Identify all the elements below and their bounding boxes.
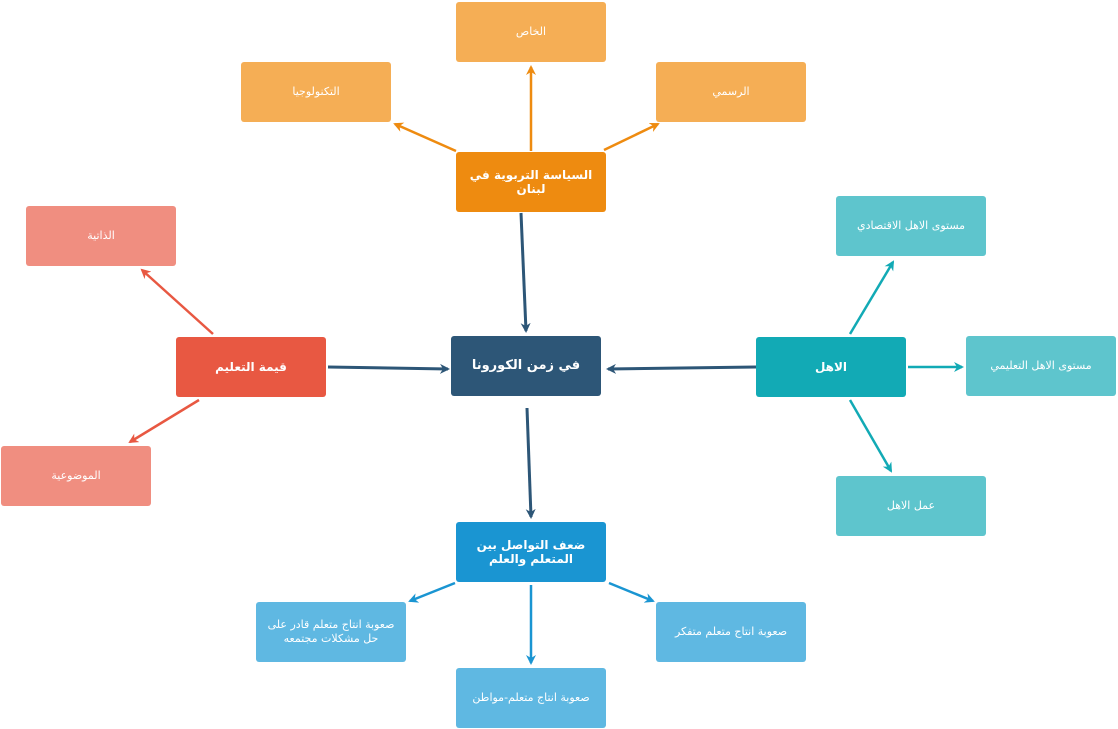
node-comm-problems[interactable]: صعوبة انتاج متعلم قادر على حل مشكلات مجت… bbox=[256, 602, 406, 662]
node-parents-education[interactable]: مستوى الاهل التعليمي bbox=[966, 336, 1116, 396]
node-communication[interactable]: ضعف التواصل بين المتعلم والعلم bbox=[456, 522, 606, 582]
node-policy-tech[interactable]: التكنولوجيا bbox=[241, 62, 391, 122]
node-parents-work[interactable]: عمل الاهل bbox=[836, 476, 986, 536]
node-comm-thinker[interactable]: صعوبة انتاج متعلم متفكر bbox=[656, 602, 806, 662]
arrow-policy-to-center bbox=[519, 212, 531, 333]
node-value-objective[interactable]: الموضوعية bbox=[1, 446, 151, 506]
node-center[interactable]: في زمن الكورونا bbox=[451, 336, 601, 396]
arrow-communication-to-problems bbox=[408, 581, 456, 603]
node-comm-citizen[interactable]: صعوبة انتاج متعلم-مواطن bbox=[456, 668, 606, 728]
node-parents-economic[interactable]: مستوى الاهل الاقتصادي bbox=[836, 196, 986, 256]
node-value-self[interactable]: الذاتية bbox=[26, 206, 176, 266]
arrow-policy-to-tech bbox=[393, 122, 457, 153]
node-policy[interactable]: السياسة التربوية في لبنان bbox=[456, 152, 606, 212]
node-value[interactable]: قيمة التعليم bbox=[176, 337, 326, 397]
arrow-parents-to-work bbox=[848, 399, 893, 473]
node-policy-official[interactable]: الرسمي bbox=[656, 62, 806, 122]
node-policy-private[interactable]: الخاص bbox=[456, 2, 606, 62]
arrow-value-to-objective bbox=[128, 398, 200, 444]
arrow-parents-to-economic bbox=[848, 260, 895, 335]
arrow-value-to-center bbox=[327, 363, 450, 374]
arrow-communication-to-thinker bbox=[608, 581, 655, 603]
node-parents[interactable]: الاهل bbox=[756, 337, 906, 397]
arrow-center-to-communication bbox=[525, 407, 536, 519]
arrow-policy-to-official bbox=[603, 122, 660, 152]
arrow-value-to-self bbox=[140, 268, 214, 335]
arrow-parents-to-center bbox=[606, 363, 757, 374]
